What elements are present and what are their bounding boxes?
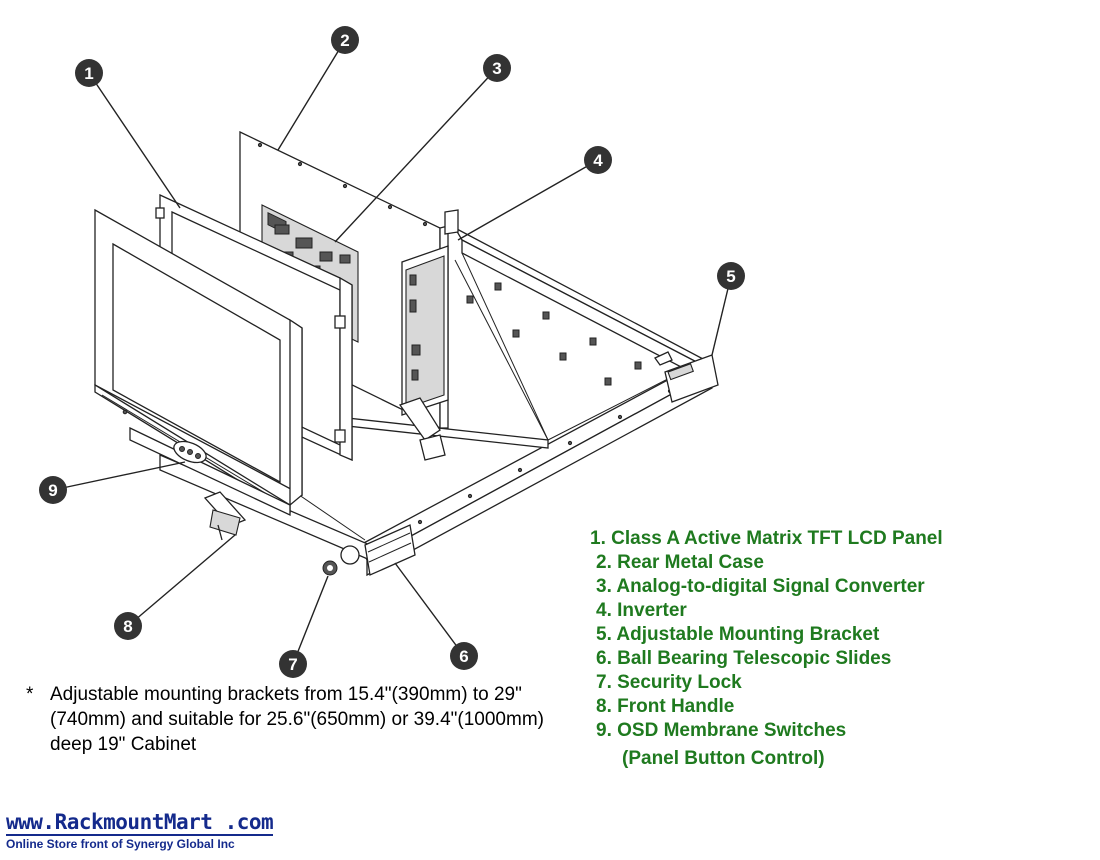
callout-number: 6 bbox=[459, 647, 468, 666]
branding: www.RackmountMart .com Online Store fron… bbox=[6, 810, 274, 851]
osd-membrane-switches bbox=[173, 440, 207, 464]
legend-item: 3. Analog-to-digital Signal Converter bbox=[596, 576, 925, 597]
callout-number: 4 bbox=[593, 151, 603, 170]
callout-6: 6 bbox=[450, 642, 478, 670]
legend-item: 4. Inverter bbox=[596, 600, 687, 621]
legend-item: 2. Rear Metal Case bbox=[596, 552, 764, 573]
legend-item: 1. Class A Active Matrix TFT LCD Panel bbox=[590, 528, 943, 549]
callout-5: 5 bbox=[717, 262, 745, 290]
brand-tagline: Online Store front of Synergy Global Inc bbox=[6, 837, 235, 851]
security-lock bbox=[322, 560, 338, 576]
tray-standoffs bbox=[466, 282, 642, 386]
front-handle bbox=[203, 491, 247, 541]
callout-9: 9 bbox=[39, 476, 67, 504]
legend-item: 5. Adjustable Mounting Bracket bbox=[596, 624, 880, 645]
front-bezel bbox=[94, 208, 303, 517]
parts-legend: 1. Class A Active Matrix TFT LCD Panel 2… bbox=[590, 527, 943, 743]
callout-number: 5 bbox=[726, 267, 735, 286]
rack-tray-frame bbox=[159, 226, 713, 577]
legend-item: 6. Ball Bearing Telescopic Slides bbox=[596, 648, 892, 669]
legend-note: (Panel Button Control) bbox=[622, 748, 825, 769]
callout-8: 8 bbox=[114, 612, 142, 640]
callout-number: 8 bbox=[123, 617, 132, 636]
callout-4: 4 bbox=[584, 146, 612, 174]
footnote: * Adjustable mounting brackets from 15.4… bbox=[26, 682, 586, 757]
mounting-bracket bbox=[654, 351, 719, 403]
callout-number: 3 bbox=[492, 59, 501, 78]
callout-number: 1 bbox=[84, 64, 93, 83]
callout-number: 7 bbox=[288, 655, 297, 674]
callout-number: 9 bbox=[48, 481, 57, 500]
leader-lines bbox=[52, 39, 732, 665]
brand-url-link[interactable]: www.RackmountMart .com bbox=[6, 810, 274, 836]
callout-2: 2 bbox=[331, 26, 359, 54]
callout-1: 1 bbox=[75, 59, 103, 87]
legend-item: 7. Security Lock bbox=[596, 672, 742, 693]
legend-item: 8. Front Handle bbox=[596, 696, 735, 717]
footnote-text: Adjustable mounting brackets from 15.4"(… bbox=[50, 684, 544, 755]
callout-number: 2 bbox=[340, 31, 349, 50]
inverter-board bbox=[398, 209, 459, 461]
callout-7: 7 bbox=[279, 650, 307, 678]
callout-3: 3 bbox=[483, 54, 511, 82]
legend-item: 9. OSD Membrane Switches bbox=[596, 720, 847, 741]
telescopic-slide bbox=[340, 524, 416, 576]
footnote-marker: * bbox=[26, 684, 34, 705]
